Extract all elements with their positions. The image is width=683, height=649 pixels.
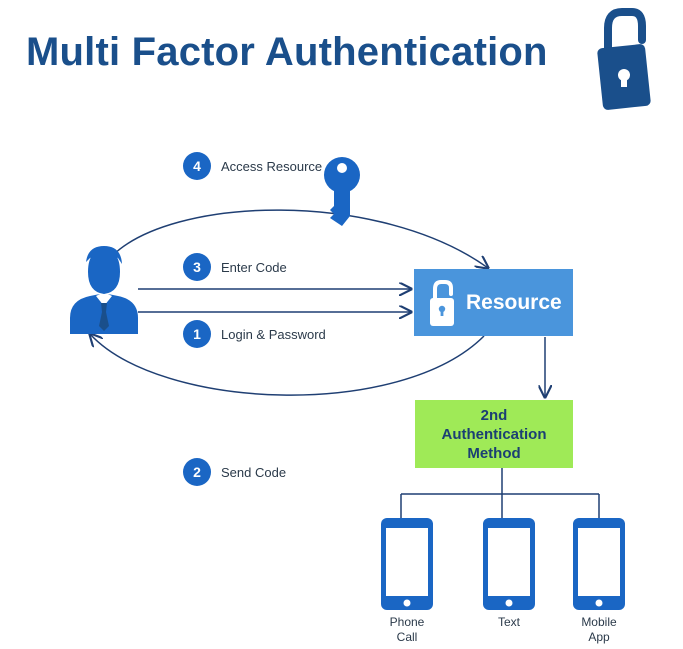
- step-login-password: 1 Login & Password: [183, 319, 326, 349]
- key-icon: [324, 157, 360, 226]
- return-arc: [90, 334, 485, 396]
- page-title: Multi Factor Authentication: [26, 30, 548, 74]
- device-label-mobile-app: Mobile App: [581, 615, 617, 644]
- method-label-line: Authentication: [441, 425, 547, 443]
- step-send-code: 2 Send Code: [183, 457, 286, 487]
- resource-label: Resource: [466, 290, 562, 314]
- phone-icon: [381, 518, 433, 610]
- step-access-resource: 4 Access Resource: [183, 151, 322, 181]
- access-arc: [109, 209, 488, 268]
- step-number-badge: 1: [183, 320, 211, 348]
- step-number-badge: 3: [183, 253, 211, 281]
- device-label-text: Text: [497, 615, 520, 629]
- device-connector: [400, 468, 600, 518]
- method-label-line: 2nd: [480, 406, 508, 424]
- step-number-badge: 2: [183, 458, 211, 486]
- method-label-line: Method: [467, 444, 521, 462]
- step-number-badge: 4: [183, 152, 211, 180]
- step-label: Access Resource: [221, 158, 323, 174]
- padlock-icon: [430, 279, 454, 326]
- second-authentication-method-box: 2nd Authentication Method: [415, 400, 573, 468]
- step-label: Send Code: [221, 464, 287, 480]
- phone-icon: [483, 518, 535, 610]
- step-label: Enter Code: [221, 259, 287, 275]
- padlock-icon: [597, 8, 651, 110]
- user-icon: [70, 246, 138, 334]
- method-label: 2nd Authentication Method: [442, 406, 547, 463]
- device-label-phone-call: Phone Call: [389, 615, 425, 644]
- step-enter-code: 3 Enter Code: [183, 252, 287, 282]
- step-label: Login & Password: [221, 326, 326, 342]
- phone-icon: [573, 518, 625, 610]
- resource-box: Resource: [414, 269, 573, 336]
